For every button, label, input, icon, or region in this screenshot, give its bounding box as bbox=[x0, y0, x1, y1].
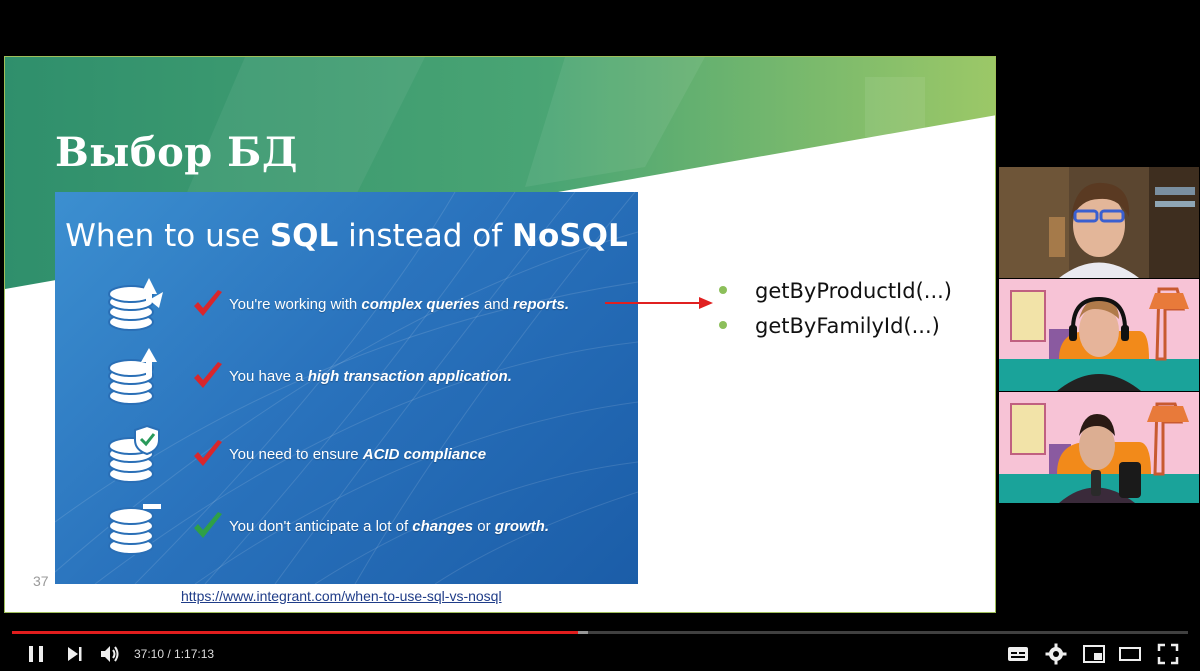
theater-icon[interactable] bbox=[1118, 642, 1142, 666]
checkmark-icon bbox=[194, 440, 222, 466]
database-upload-icon bbox=[108, 348, 157, 405]
image-background-lines bbox=[55, 192, 638, 584]
participant-1-feed bbox=[999, 167, 1199, 278]
participant-video-3 bbox=[999, 392, 1199, 503]
reason-text: You need to ensure ACID compliance bbox=[229, 446, 487, 463]
method-item: getByProductId(...) bbox=[719, 279, 952, 303]
player-controls: 37:10 / 1:17:13 bbox=[0, 636, 1200, 671]
sql-vs-nosql-image: When to use SQL instead of NoSQL You're … bbox=[55, 192, 638, 584]
participant-video-1 bbox=[999, 167, 1199, 278]
pause-icon[interactable] bbox=[24, 642, 48, 666]
time-separator: / bbox=[164, 647, 175, 661]
settings-icon[interactable] bbox=[1044, 642, 1068, 666]
bullet-icon bbox=[719, 286, 727, 294]
source-link[interactable]: https://www.integrant.com/when-to-use-sq… bbox=[181, 588, 502, 604]
progress-bar[interactable] bbox=[12, 631, 1188, 634]
method-label: getByProductId(...) bbox=[755, 279, 952, 303]
database-shield-icon bbox=[108, 424, 160, 483]
volume-icon[interactable] bbox=[98, 642, 122, 666]
method-label: getByFamilyId(...) bbox=[755, 314, 940, 338]
heading-prefix: When to use bbox=[65, 218, 270, 254]
slide-title: Выбор БД bbox=[55, 129, 298, 176]
next-icon[interactable] bbox=[62, 642, 86, 666]
heading-sql: SQL bbox=[269, 218, 339, 254]
reason-text: You're working with complex queries and … bbox=[229, 296, 570, 313]
checkmark-icon bbox=[194, 290, 222, 316]
heading-mid: instead of bbox=[338, 218, 513, 254]
participant-video-2 bbox=[999, 279, 1199, 391]
miniplayer-icon[interactable] bbox=[1082, 642, 1106, 666]
database-minus-icon bbox=[108, 504, 161, 555]
reason-row: You have a high transaction application. bbox=[55, 346, 638, 410]
checkmark-icon bbox=[194, 512, 222, 538]
participant-3-feed bbox=[999, 392, 1199, 503]
image-heading: When to use SQL instead of NoSQL bbox=[55, 218, 638, 254]
time-current: 37:10 bbox=[134, 647, 165, 661]
heading-nosql: NoSQL bbox=[512, 218, 628, 254]
participant-2-feed bbox=[999, 279, 1199, 391]
reason-row: You don't anticipate a lot of changes or… bbox=[55, 496, 638, 560]
time-total: 1:17:13 bbox=[174, 647, 215, 661]
slide-number: 37 bbox=[33, 573, 49, 589]
reason-text: You don't anticipate a lot of changes or… bbox=[229, 518, 549, 535]
method-item: getByFamilyId(...) bbox=[719, 314, 940, 338]
checkmark-icon bbox=[194, 362, 222, 388]
progress-played bbox=[12, 631, 578, 634]
reason-row: You're working with complex queries and … bbox=[55, 274, 638, 338]
reason-text: You have a high transaction application. bbox=[229, 368, 512, 385]
reason-row: You need to ensure ACID compliance bbox=[55, 424, 638, 488]
database-share-icon bbox=[108, 278, 163, 331]
presentation-slide: Выбор БД When to use SQL instead of NoSQ… bbox=[4, 56, 996, 613]
bullet-icon bbox=[719, 321, 727, 329]
subtitles-icon[interactable] bbox=[1006, 642, 1030, 666]
fullscreen-icon[interactable] bbox=[1156, 642, 1180, 666]
time-display: 37:10 / 1:17:13 bbox=[134, 647, 214, 661]
red-arrow bbox=[605, 297, 713, 309]
